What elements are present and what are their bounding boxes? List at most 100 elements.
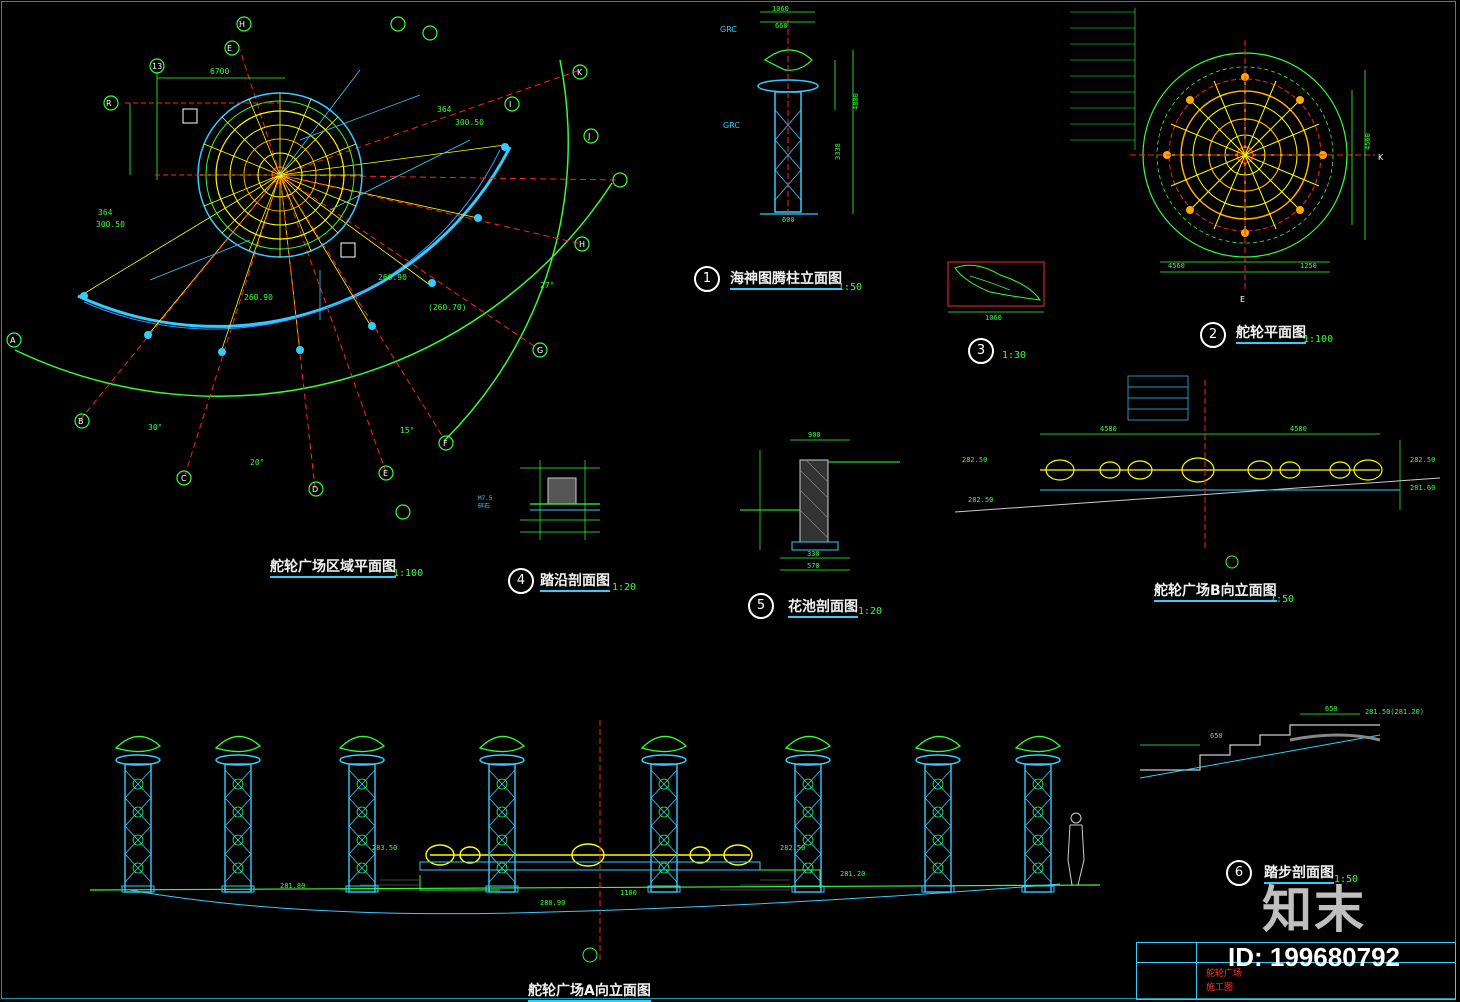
- svg-text:E: E: [227, 44, 232, 53]
- svg-text:282.50: 282.50: [962, 456, 987, 464]
- wheel-scale: 1:100: [1303, 334, 1334, 345]
- plan-scale: 1:100: [393, 568, 424, 579]
- svg-text:M7.5: M7.5: [478, 495, 493, 502]
- watermark-logo: 知末: [1262, 881, 1366, 939]
- svg-text:281.80: 281.80: [280, 882, 305, 890]
- svg-text:282.50: 282.50: [780, 844, 805, 852]
- totem-pillar: [640, 735, 688, 893]
- svg-text:281.50(281.20): 281.50(281.20): [1365, 708, 1424, 716]
- totem-pillar: [1014, 735, 1062, 893]
- detail-number-1: 1: [694, 266, 720, 292]
- title-block-type: 施工图: [1206, 983, 1234, 993]
- title-block-divider: [1196, 942, 1197, 1000]
- svg-text:260.90: 260.90: [378, 273, 407, 282]
- svg-text:282.50: 282.50: [968, 496, 993, 504]
- watermark-id: ID: 199680792: [1228, 942, 1401, 972]
- svg-text:281.20: 281.20: [840, 870, 865, 878]
- shell-ornament-detail: 1060: [947, 261, 1045, 322]
- svg-text:27°: 27°: [540, 281, 554, 290]
- pool-title: 花池剖面图: [788, 596, 858, 618]
- svg-text:281.60: 281.60: [1410, 484, 1435, 492]
- plaza-b-elevation: 4580 4580 282.50 282.50 281.60 282.50: [954, 375, 1441, 569]
- svg-text:G: G: [537, 346, 543, 355]
- step-scale: 1:20: [612, 582, 637, 593]
- svg-text:1060: 1060: [985, 314, 1002, 322]
- svg-text:碎石: 碎石: [478, 502, 490, 510]
- svg-text:13: 13: [152, 62, 162, 71]
- pillar-title: 海神图腾柱立面图: [730, 268, 842, 290]
- plaza-plan-drawing: 6700 364 300.50 260.90 260.90 (260.70) 3…: [6, 16, 628, 520]
- svg-text:300.50: 300.50: [96, 220, 125, 229]
- detail-number-4: 4: [508, 568, 534, 594]
- svg-text:D: D: [312, 485, 318, 494]
- svg-text:1250: 1250: [1300, 262, 1317, 270]
- svg-text:570: 570: [807, 562, 820, 570]
- shell-scale: 1:30: [1002, 350, 1027, 361]
- svg-text:1100: 1100: [620, 889, 637, 897]
- b-elevation-title: 舵轮广场B向立面图: [1154, 580, 1277, 602]
- svg-text:660: 660: [775, 22, 788, 30]
- totem-pillar: [478, 735, 526, 893]
- svg-text:H: H: [579, 240, 585, 249]
- svg-text:280.90: 280.90: [540, 899, 565, 907]
- svg-text:650: 650: [1325, 705, 1338, 713]
- svg-text:283.50: 283.50: [372, 844, 397, 852]
- wheel-title: 舵轮平面图: [1236, 322, 1306, 344]
- flower-pool-section: 900 330 570: [740, 431, 900, 571]
- svg-text:364: 364: [98, 208, 113, 217]
- stair-scale: 1:50: [1334, 874, 1359, 885]
- totem-pillar: [914, 735, 962, 893]
- svg-text:F: F: [443, 439, 448, 448]
- a-elevation-title: 舵轮广场A向立面图: [528, 980, 651, 1002]
- title-block-project: 舵轮广场: [1206, 969, 1243, 979]
- totem-pillars: [114, 735, 1062, 893]
- svg-text:J: J: [587, 132, 590, 141]
- svg-text:K: K: [1378, 153, 1384, 162]
- svg-text:4560: 4560: [1364, 133, 1372, 150]
- totem-pillar: [114, 735, 162, 893]
- svg-text:(260.70): (260.70): [428, 303, 467, 312]
- svg-text:GRC: GRC: [720, 25, 737, 34]
- svg-text:E: E: [1240, 295, 1245, 304]
- svg-text:4560: 4560: [1168, 262, 1185, 270]
- step-title: 踏沿剖面图: [540, 570, 610, 592]
- svg-text:A: A: [10, 336, 16, 345]
- plaza-a-elevation: 281.80 281.20 280.90 283.50 282.50 1100: [89, 720, 1101, 963]
- svg-text:650: 650: [1210, 732, 1223, 740]
- curb-step-section: M7.5碎石: [478, 460, 600, 540]
- svg-text:30°: 30°: [148, 423, 162, 432]
- svg-text:4580: 4580: [1290, 425, 1307, 433]
- svg-text:20°: 20°: [250, 458, 264, 467]
- svg-text:600: 600: [782, 216, 795, 224]
- svg-text:900: 900: [808, 431, 821, 439]
- svg-text:C: C: [181, 474, 187, 483]
- svg-text:R: R: [106, 99, 112, 108]
- svg-text:B: B: [78, 417, 84, 426]
- svg-text:6700: 6700: [210, 67, 229, 76]
- svg-text:4800: 4800: [852, 93, 860, 110]
- detail-number-5: 5: [748, 593, 774, 619]
- pool-scale: 1:20: [858, 606, 883, 617]
- plan-title: 舵轮广场区域平面图: [270, 556, 396, 578]
- totem-pillar: [338, 735, 386, 893]
- svg-text:K: K: [577, 68, 583, 77]
- detail-number-3: 3: [968, 338, 994, 364]
- svg-text:E: E: [383, 469, 388, 478]
- stair-step-section: 650 650 281.50(281.20): [1139, 705, 1424, 779]
- svg-text:260.90: 260.90: [244, 293, 273, 302]
- svg-text:15°: 15°: [400, 426, 414, 435]
- svg-text:282.50: 282.50: [1410, 456, 1435, 464]
- totem-pillar: [784, 735, 832, 893]
- svg-text:4580: 4580: [1100, 425, 1117, 433]
- svg-text:364: 364: [437, 105, 452, 114]
- b-elevation-scale: 1:50: [1270, 594, 1295, 605]
- steering-wheel-plan: 4560 1250 4560 E K: [1070, 8, 1384, 304]
- svg-text:330: 330: [807, 550, 820, 558]
- stair-title: 踏步剖面图: [1264, 862, 1334, 884]
- svg-text:H: H: [239, 20, 245, 29]
- detail-number-6: 6: [1226, 860, 1252, 886]
- totem-pillar: [214, 735, 262, 893]
- title-block-rule: [1136, 962, 1456, 963]
